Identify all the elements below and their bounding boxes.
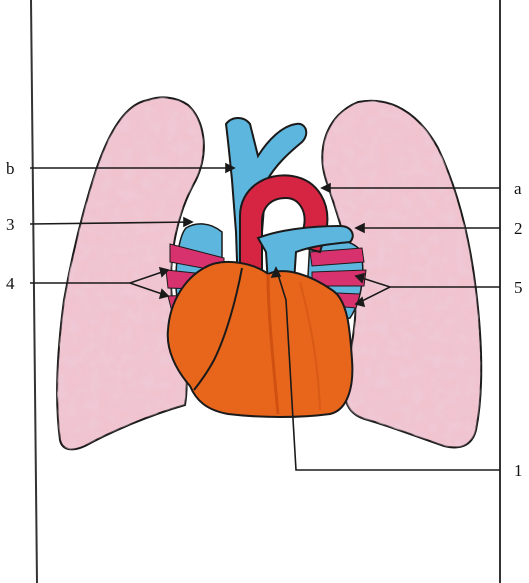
label-b: b — [6, 159, 15, 178]
heart — [168, 262, 353, 417]
label-3: 3 — [6, 215, 15, 234]
page-border-left — [31, 0, 37, 583]
label-5: 5 — [514, 278, 523, 297]
label-2: 2 — [514, 219, 523, 238]
label-a: a — [514, 179, 522, 198]
arrow-3 — [184, 218, 192, 226]
arrow-a — [322, 184, 330, 192]
label-1: 1 — [514, 461, 523, 480]
label-4: 4 — [6, 274, 15, 293]
